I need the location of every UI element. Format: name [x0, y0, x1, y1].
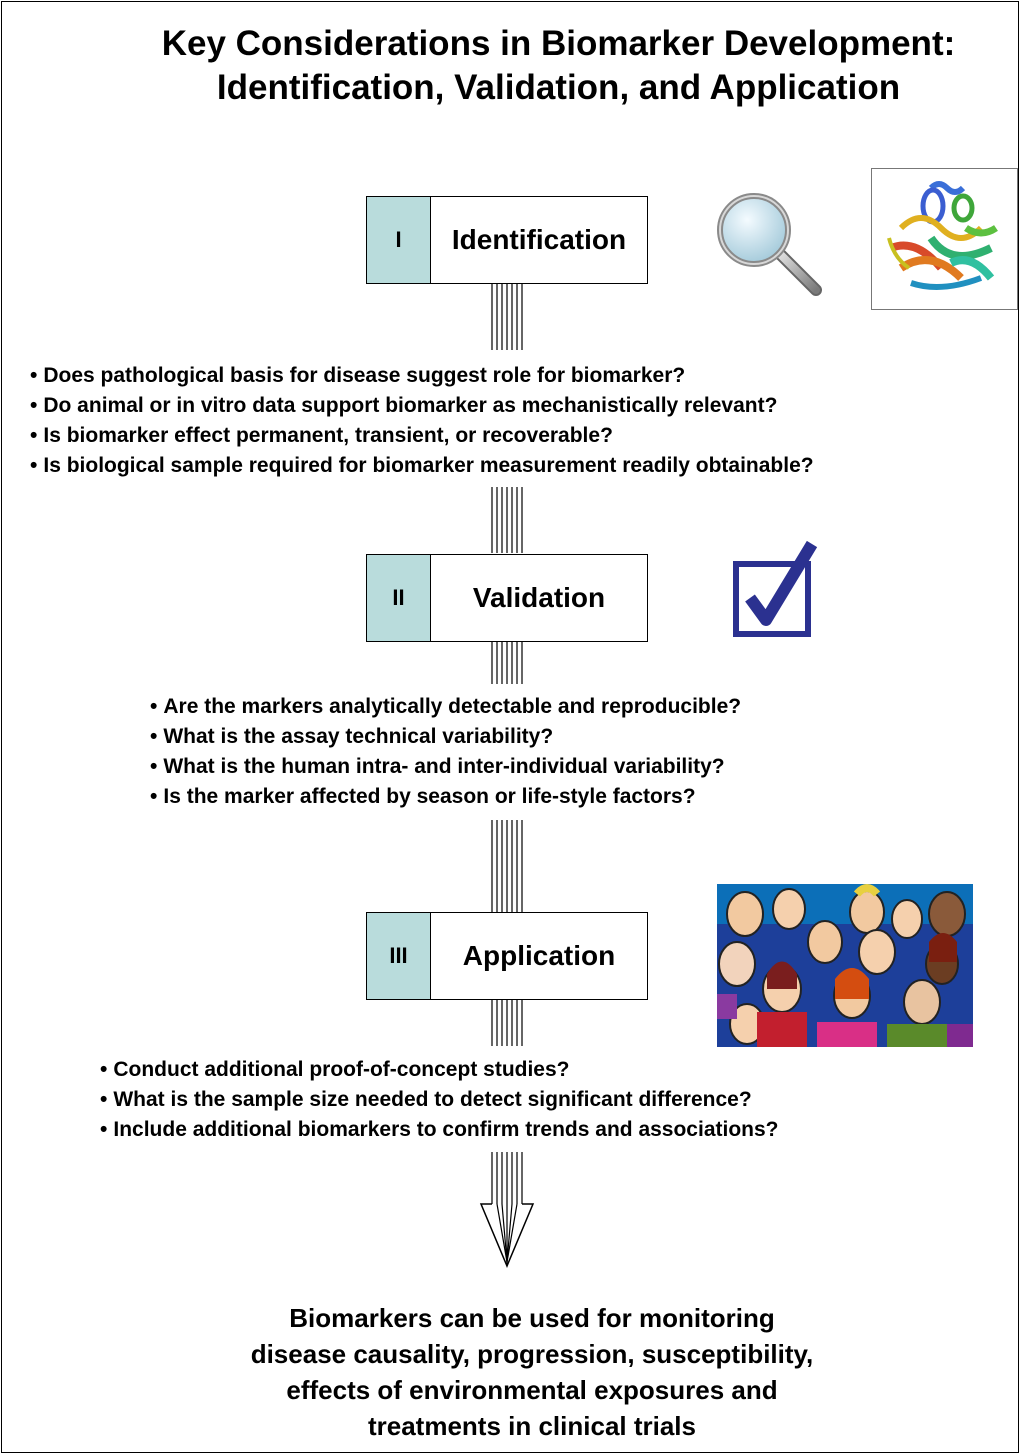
connector-lines	[490, 642, 524, 684]
magnifying-glass-icon	[717, 193, 822, 296]
stage-application: III Application	[366, 912, 648, 1000]
connector-lines	[490, 284, 524, 350]
connector-lines	[490, 487, 524, 553]
stage-identification: I Identification	[366, 196, 648, 284]
stage-label: Application	[462, 940, 616, 971]
title-line-1: Key Considerations in Biomarker Developm…	[161, 24, 956, 63]
application-questions: Conduct additional proof-of-concept stud…	[100, 1055, 779, 1145]
list-item: Do animal or in vitro data support bioma…	[30, 391, 814, 421]
down-arrow-icon	[479, 1152, 535, 1268]
stage-validation: II Validation	[366, 554, 648, 642]
list-item: What is the sample size needed to detect…	[100, 1085, 779, 1115]
stage-numeral: III	[367, 913, 431, 999]
list-item: Are the markers analytically detectable …	[150, 692, 741, 722]
conclusion-line-1: Biomarkers can be used for monitoring	[289, 1303, 775, 1333]
conclusion-line-4: treatments in clinical trials	[367, 1411, 696, 1441]
identification-questions: Does pathological basis for disease sugg…	[30, 361, 814, 481]
list-item: Is the marker affected by season or life…	[150, 782, 741, 812]
conclusion-text: Biomarkers can be used for monitoring di…	[0, 1300, 1022, 1444]
connector-lines	[490, 1000, 524, 1046]
stage-numeral: II	[367, 555, 431, 641]
conclusion-line-3: effects of environmental exposures and	[286, 1375, 778, 1405]
validation-questions: Are the markers analytically detectable …	[150, 692, 741, 812]
list-item: What is the human intra- and inter-indiv…	[150, 752, 741, 782]
conclusion-line-2: disease causality, progression, suscepti…	[250, 1339, 814, 1369]
list-item: Include additional biomarkers to confirm…	[100, 1115, 778, 1145]
list-item: Conduct additional proof-of-concept stud…	[100, 1055, 779, 1085]
list-item: Is biomarker effect permanent, transient…	[30, 421, 814, 451]
connector-lines	[490, 820, 524, 912]
stage-label: Validation	[472, 582, 606, 613]
list-item: Does pathological basis for disease sugg…	[30, 361, 814, 391]
diagram-title: Key Considerations in Biomarker Developm…	[0, 22, 1022, 110]
checkbox-checked-icon	[733, 540, 818, 637]
list-item: What is the assay technical variability?	[150, 722, 741, 752]
protein-structure-illustration	[871, 168, 1018, 310]
title-line-2: Identification, Validation, and Applicat…	[216, 68, 901, 107]
stage-numeral: I	[367, 197, 431, 283]
list-item: Is biological sample required for biomar…	[30, 451, 813, 481]
stage-label: Identification	[451, 224, 627, 255]
crowd-of-people-illustration	[717, 884, 973, 1047]
